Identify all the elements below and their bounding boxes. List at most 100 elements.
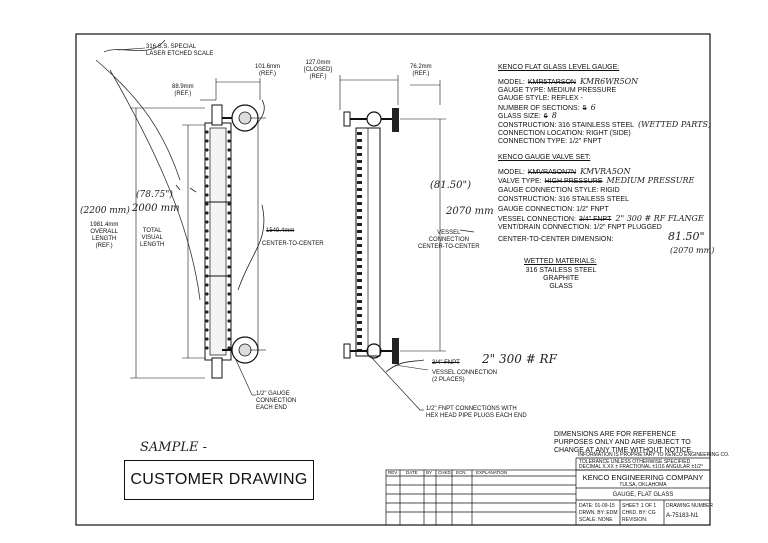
gauge-bolt: [227, 193, 231, 197]
spec-handwritten-value: 6: [590, 102, 596, 112]
rev-col-date: DATE: [406, 470, 418, 475]
part-name: GAUGE, FLAT GLASS: [612, 492, 674, 498]
gauge-bolt: [227, 211, 231, 215]
dim-76-2: 76.2mm (REF.): [410, 64, 432, 77]
gauge-bolt: [227, 256, 231, 260]
gauge-spec-line: GAUGE STYLE: REFLEX -: [498, 95, 711, 104]
gauge-scale-tick: [357, 139, 362, 142]
left-dimensions: [130, 78, 266, 396]
spec-label: MODEL:: [498, 79, 525, 86]
gauge-bolt: [205, 292, 209, 296]
hand-vessel-mm: 2070 mm: [446, 206, 494, 217]
dim-88-9: 88.9mm (REF.): [172, 84, 194, 97]
gauge-bolt: [205, 130, 209, 134]
spec-struck-value: KMR5TARSON: [527, 79, 576, 86]
checked-by-field: CHKD. BY: CG: [622, 510, 656, 516]
gauge-bolt: [227, 292, 231, 296]
gauge-bolt: [205, 247, 209, 251]
gauge-scale-tick: [357, 300, 362, 303]
gauge-scale-tick: [357, 251, 362, 254]
left-gauge: [204, 104, 259, 379]
spec-label: VENT/DRAIN CONNECTION: 1/2" FNPT PLUGGED: [498, 224, 662, 232]
revision-field: REVISION:: [622, 517, 648, 523]
spec-handwritten-value: 2" 300 # RF FLANGE: [615, 213, 704, 223]
gauge-scale-tick: [357, 230, 362, 233]
hand-vessel-inches: (81.50"): [430, 180, 472, 191]
gauge-connection-note: 1/2" GAUGE CONNECTION EACH END: [256, 391, 297, 411]
dim-127-0: 127.0mm [CLOSED] (REF.): [304, 60, 333, 80]
spec-label: NUMBER OF SECTIONS:: [498, 104, 580, 112]
spec-label: GAUGE TYPE: MEDIUM PRESSURE: [498, 86, 617, 94]
customer-drawing-box: CUSTOMER DRAWING: [124, 460, 314, 500]
spec-label: VESSEL CONNECTION:: [498, 215, 576, 223]
gauge-scale-tick: [357, 328, 362, 331]
gauge-bolt: [227, 166, 231, 170]
gauge-scale-tick: [357, 237, 362, 240]
gauge-scale-tick: [357, 307, 362, 310]
spec-label: VALVE TYPE:: [498, 178, 542, 186]
gauge-bolt: [205, 175, 209, 179]
vessel-center-to-center: VESSEL CONNECTION CENTER-TO-CENTER: [418, 230, 480, 250]
spec-handwritten-value: KMR6WR5ON: [579, 77, 639, 86]
dim-101-6: 101.6mm (REF.): [255, 64, 281, 77]
spec-label: CONSTRUCTION: 316 STAINLESS STEEL: [498, 121, 635, 129]
gauge-spec-line: CONSTRUCTION: 316 STAINLESS STEEL(WETTED…: [498, 120, 711, 130]
spec-struck-value: HIGH PRESSURE: [544, 178, 603, 186]
gauge-bolt: [227, 319, 231, 323]
spec-handwritten-value: KMVRA5ON: [580, 167, 631, 176]
gauge-scale-tick: [357, 181, 362, 184]
gauge-scale-tick: [357, 314, 362, 317]
gauge-bolt: [227, 184, 231, 188]
gauge-bolt: [227, 310, 231, 314]
gauge-bolt: [205, 328, 209, 332]
gauge-scale-tick: [357, 342, 362, 345]
gauge-scale-tick: [357, 265, 362, 268]
tolerance-line-2: DECIMAL X.XX ± FRACTIONAL ±1/16 ANGULAR …: [579, 464, 704, 470]
hand-ctc-inches: 81.50": [668, 230, 705, 243]
gauge-scale-tick: [357, 167, 362, 170]
drawing-number: A-75183-N1: [666, 513, 699, 519]
materials-item-2: GRAPHITE: [543, 275, 579, 282]
gauge-bolt: [227, 130, 231, 134]
gauge-bolt: [205, 337, 209, 341]
gauge-scale-tick: [357, 293, 362, 296]
right-top-valve: [366, 111, 382, 127]
gauge-scale-tick: [357, 223, 362, 226]
gauge-bolt: [227, 337, 231, 341]
handwritten-scribble: [95, 39, 201, 301]
title-block-grid: [385, 457, 711, 526]
left-gauge-bolts: [205, 130, 231, 350]
gauge-bolt: [227, 175, 231, 179]
gauge-bolt: [205, 202, 209, 206]
gauge-spec-heading: KENCO FLAT GLASS LEVEL GAUGE:: [498, 64, 620, 71]
gauge-bolt: [205, 301, 209, 305]
gauge-bolt: [205, 220, 209, 224]
spec-label: GAUGE CONNECTION: 1/2" FNPT: [498, 205, 609, 213]
ctc-dimension-label: CENTER-TO-CENTER DIMENSION:: [498, 236, 614, 243]
gauge-bolt: [227, 238, 231, 242]
spec-struck-value: 3/4" FNPT: [578, 215, 612, 223]
gauge-bolt: [227, 148, 231, 152]
gauge-scale-tick: [357, 195, 362, 198]
right-gauge: [343, 108, 399, 364]
hand-flange-note: 2" 300 # RF: [482, 352, 557, 366]
gauge-bolt: [205, 193, 209, 197]
gauge-bolt: [205, 166, 209, 170]
company-city: TULSA, OKLAHOMA: [619, 482, 667, 488]
materials-item-3: GLASS: [549, 283, 573, 290]
gauge-bolt: [227, 346, 231, 350]
gauge-bolt: [205, 283, 209, 287]
laser-etched-note: 316 S.S. SPECIAL LASER ETCHED SCALE: [146, 44, 214, 57]
spec-label: MODEL:: [498, 169, 525, 176]
gauge-spec-line: CONNECTION LOCATION: RIGHT (SIDE): [498, 130, 711, 139]
spec-handwritten-value: MEDIUM PRESSURE: [606, 176, 695, 186]
drawing-number-label: DRAWING NUMBER: [666, 503, 714, 509]
gauge-scale-tick: [357, 188, 362, 191]
gauge-bolt: [227, 328, 231, 332]
